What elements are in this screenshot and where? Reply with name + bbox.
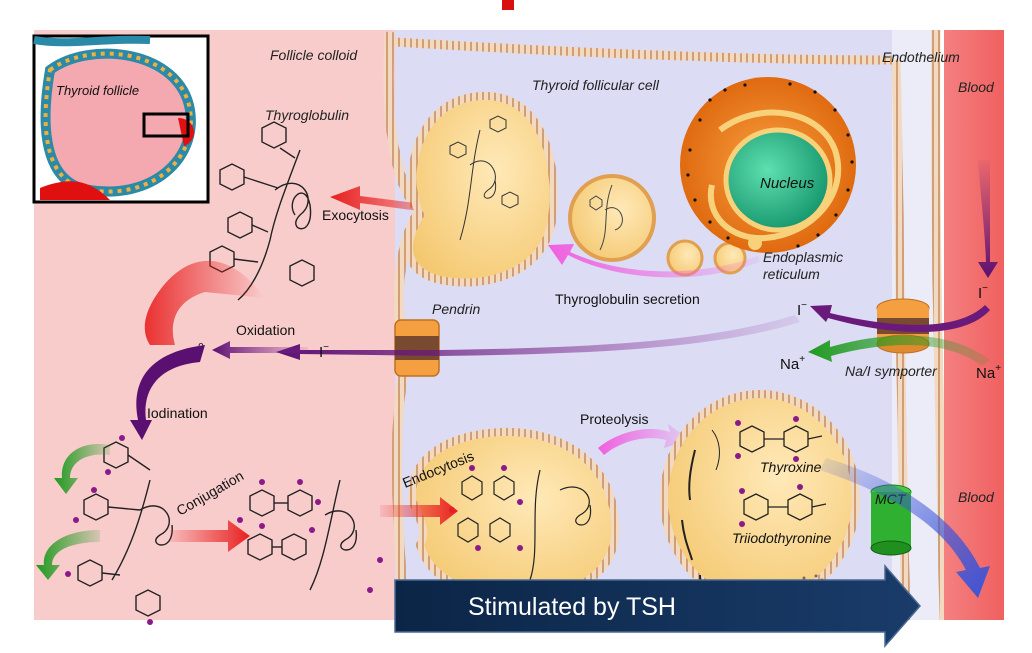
pendrin-transporter[interactable]: [394, 319, 440, 377]
apical-membrane: [383, 31, 427, 621]
sodium-label-blood: Na+: [976, 363, 1001, 382]
endocytosis-arrow: [380, 497, 458, 525]
conjugation-arrow: [170, 520, 250, 552]
iodine-atoms-endocytosis: [449, 465, 523, 551]
thyroglobulin-to-iodination-red: [144, 260, 265, 345]
coupling-arrow-lower: [36, 530, 100, 580]
proteolysis-arrow: [598, 424, 690, 455]
proteolysis-vesicle: [660, 390, 860, 606]
iodine-atoms-mid: [237, 479, 383, 593]
thyroxine-label: Thyroxine: [760, 459, 822, 475]
er-dots: [686, 82, 854, 248]
symporter-iodide-arrow: [810, 305, 990, 333]
thyroxine-molecule: [739, 425, 823, 453]
conjugated-thyroglobulin: [247, 479, 357, 591]
er-budding-vesicle: [748, 236, 762, 250]
na-i-symporter-label: Na/I symporter: [845, 363, 938, 379]
top-edge-mark: [502, 0, 514, 10]
iodinated-thyroglobulin: [77, 441, 173, 617]
proteolysis-label: Proteolysis: [580, 411, 648, 427]
thyroglobulin-label: Thyroglobulin: [265, 107, 349, 123]
exocytosis-label: Exocytosis: [322, 207, 389, 223]
blood-iodide-arrow: [978, 160, 998, 278]
iodine-atoms-left: [65, 435, 153, 625]
follicle-colloid-label: Follicle colloid: [270, 47, 358, 63]
vesicle-thyroglobulin: [449, 115, 519, 241]
endothelium-label: Endothelium: [882, 49, 960, 65]
thyroglobulin-secretion-arrow: [548, 244, 760, 278]
secretion-vesicle-content: [589, 184, 623, 251]
iodide-label-blood: I−: [978, 283, 988, 302]
er-folds: [707, 109, 842, 242]
er-label-line2: reticulum: [763, 266, 820, 282]
oxidation-arrow: [212, 341, 308, 359]
iodide-label-mid: I−: [319, 342, 329, 361]
coupling-arrow-upper: [54, 444, 110, 494]
iodide-transport-arrow: [276, 315, 800, 360]
er-label-line1: Endoplasmic: [763, 249, 843, 265]
endocytosis-vesicle-content: [457, 469, 592, 581]
cell-top-membrane: [394, 37, 896, 65]
oxidation-label: Oxidation: [236, 322, 295, 338]
secretion-vesicle-large: [568, 174, 656, 262]
sodium-arrow: [808, 335, 990, 366]
sodium-label-cell: Na+: [780, 354, 805, 373]
nucleus: [723, 127, 833, 233]
hormone-release-arrow: [820, 458, 990, 598]
tsh-stimulation-banner: [394, 564, 921, 648]
thyroid-follicular-cell-label: Thyroid follicular cell: [532, 77, 660, 93]
thyroid-follicle-inset: [32, 34, 210, 204]
iodide-label-cell: I−: [797, 300, 807, 319]
endocytosis-vesicle: [407, 427, 620, 603]
iodination-label: Iodination: [147, 405, 208, 421]
thyroxine-iodine: [735, 416, 799, 462]
thyroid-follicle-label: Thyroid follicle: [56, 83, 139, 98]
triiodothyronine-label: Triiodothyronine: [732, 530, 832, 546]
blood-label-bottom: Blood: [958, 489, 995, 505]
thyroglobulin-secretion-label: Thyroglobulin secretion: [555, 291, 700, 307]
nucleus-label: Nucleus: [760, 175, 815, 192]
exocytosis-vesicle: [405, 91, 558, 287]
tsh-stimulation-label: Stimulated by TSH: [468, 593, 676, 621]
pendrin-label: Pendrin: [432, 301, 480, 317]
blood-label-top: Blood: [958, 79, 995, 95]
triiodothyronine-iodine: [739, 484, 803, 527]
triiodothyronine-molecule: [743, 493, 827, 521]
iodination-arrow: [130, 345, 205, 440]
